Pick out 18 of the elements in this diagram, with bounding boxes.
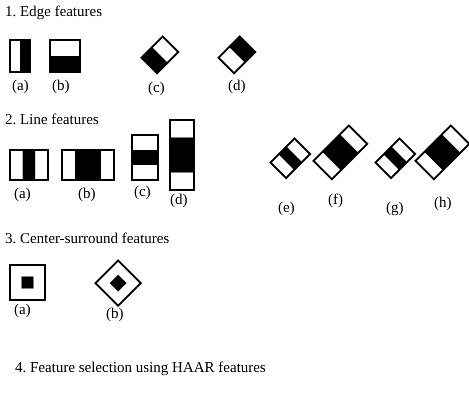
- sub-label: (b): [52, 78, 70, 95]
- sub-label: (d): [170, 192, 188, 209]
- sub-label: (b): [106, 306, 124, 323]
- sub-label: (c): [148, 80, 165, 97]
- sub-label: (h): [434, 195, 452, 212]
- sub-label: (a): [14, 186, 31, 203]
- sub-label: (c): [134, 184, 151, 201]
- sub-label: (b): [78, 186, 96, 203]
- sub-label: (a): [14, 302, 31, 319]
- sub-label: (d): [228, 78, 246, 95]
- sub-label: (a): [12, 78, 29, 95]
- section-heading: 1. Edge features: [5, 4, 102, 21]
- caption: 4. Feature selection using HAAR features: [15, 360, 266, 377]
- sub-label: (g): [386, 200, 404, 217]
- section-heading: 2. Line features: [5, 112, 99, 129]
- section-heading: 3. Center-surround features: [5, 231, 170, 248]
- sub-label: (e): [278, 200, 295, 217]
- sub-label: (f): [328, 192, 343, 209]
